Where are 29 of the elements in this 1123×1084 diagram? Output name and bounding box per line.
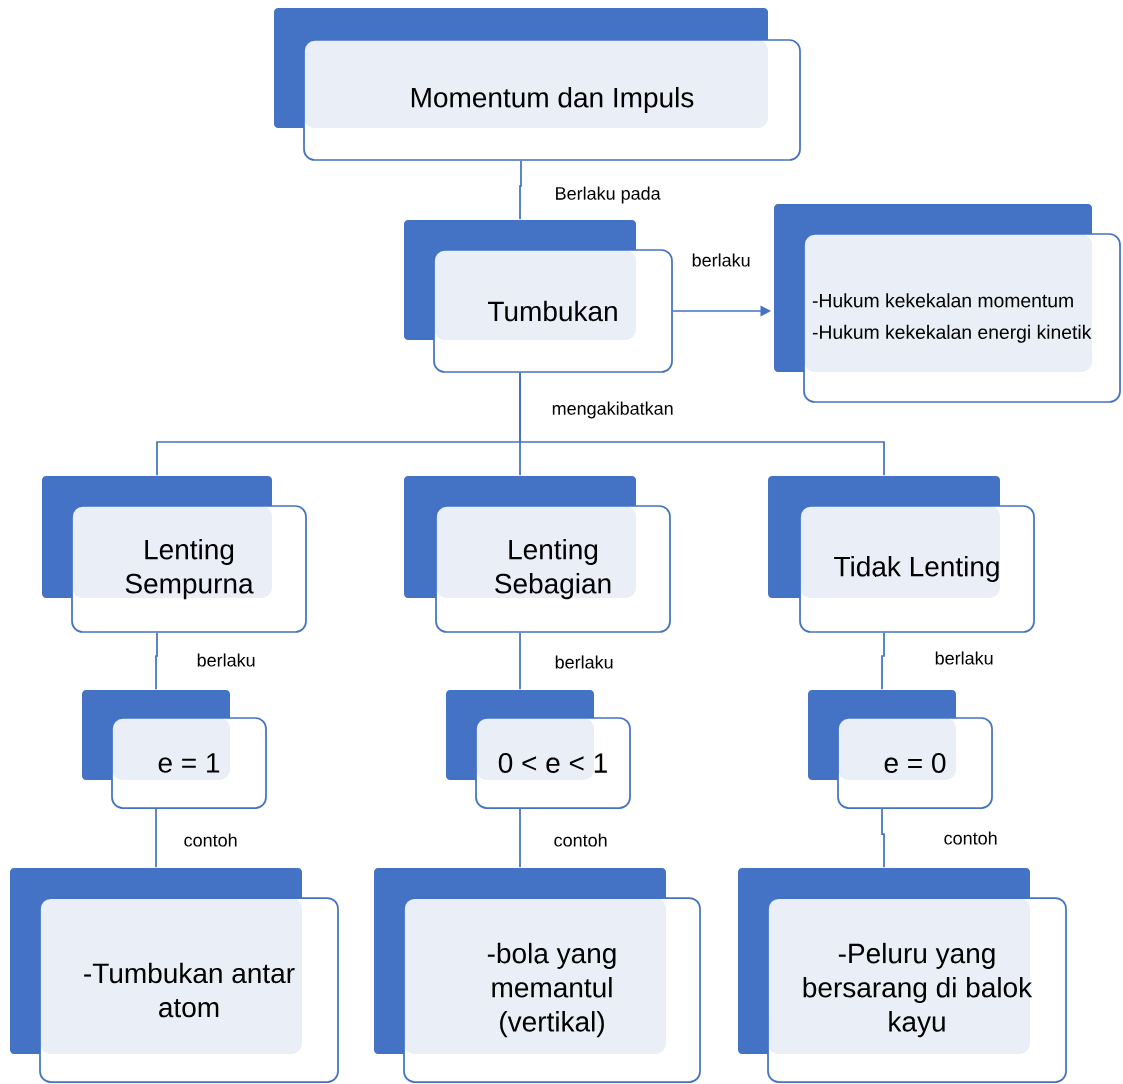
concept-box: Tidak Lenting [768,476,1035,633]
edge-label: contoh [942,830,999,846]
concept-box: -Hukum kekekalan momentum -Hukum kekekalan energi kinetik [774,204,1121,403]
edge-label: berlaku [933,650,995,666]
edge-label: berlaku [195,652,257,668]
edge-label: contoh [182,832,239,848]
concept-box: -bola yang memantul (vertikal) [374,868,701,1083]
connector-line [155,808,157,868]
connector-line [155,632,158,690]
connector-line [881,808,885,868]
concept-box: Tumbukan [404,220,673,373]
concept-box: Momentum dan Impuls [274,8,801,161]
edge-label: berlaku [690,252,752,268]
concept-box: -Tumbukan antar atom [10,868,339,1083]
concept-box: e = 1 [82,690,267,809]
connector-line [519,808,521,868]
connector-line [519,632,521,690]
connector-line [881,632,885,690]
edge-label: Berlaku pada [553,185,662,205]
concept-box: e = 0 [808,690,993,809]
concept-box: Lenting Sempurna [42,476,307,633]
connector-line [519,160,522,220]
edge-label: contoh [552,832,609,848]
edge-label: mengakibatkan [550,400,675,420]
connector-line [519,372,885,476]
edge-label: berlaku [553,654,615,670]
concept-box: -Peluru yang bersarang di balok kayu [738,868,1067,1083]
concept-box: Lenting Sebagian [404,476,671,633]
concept-box: 0 < e < 1 [446,690,631,809]
